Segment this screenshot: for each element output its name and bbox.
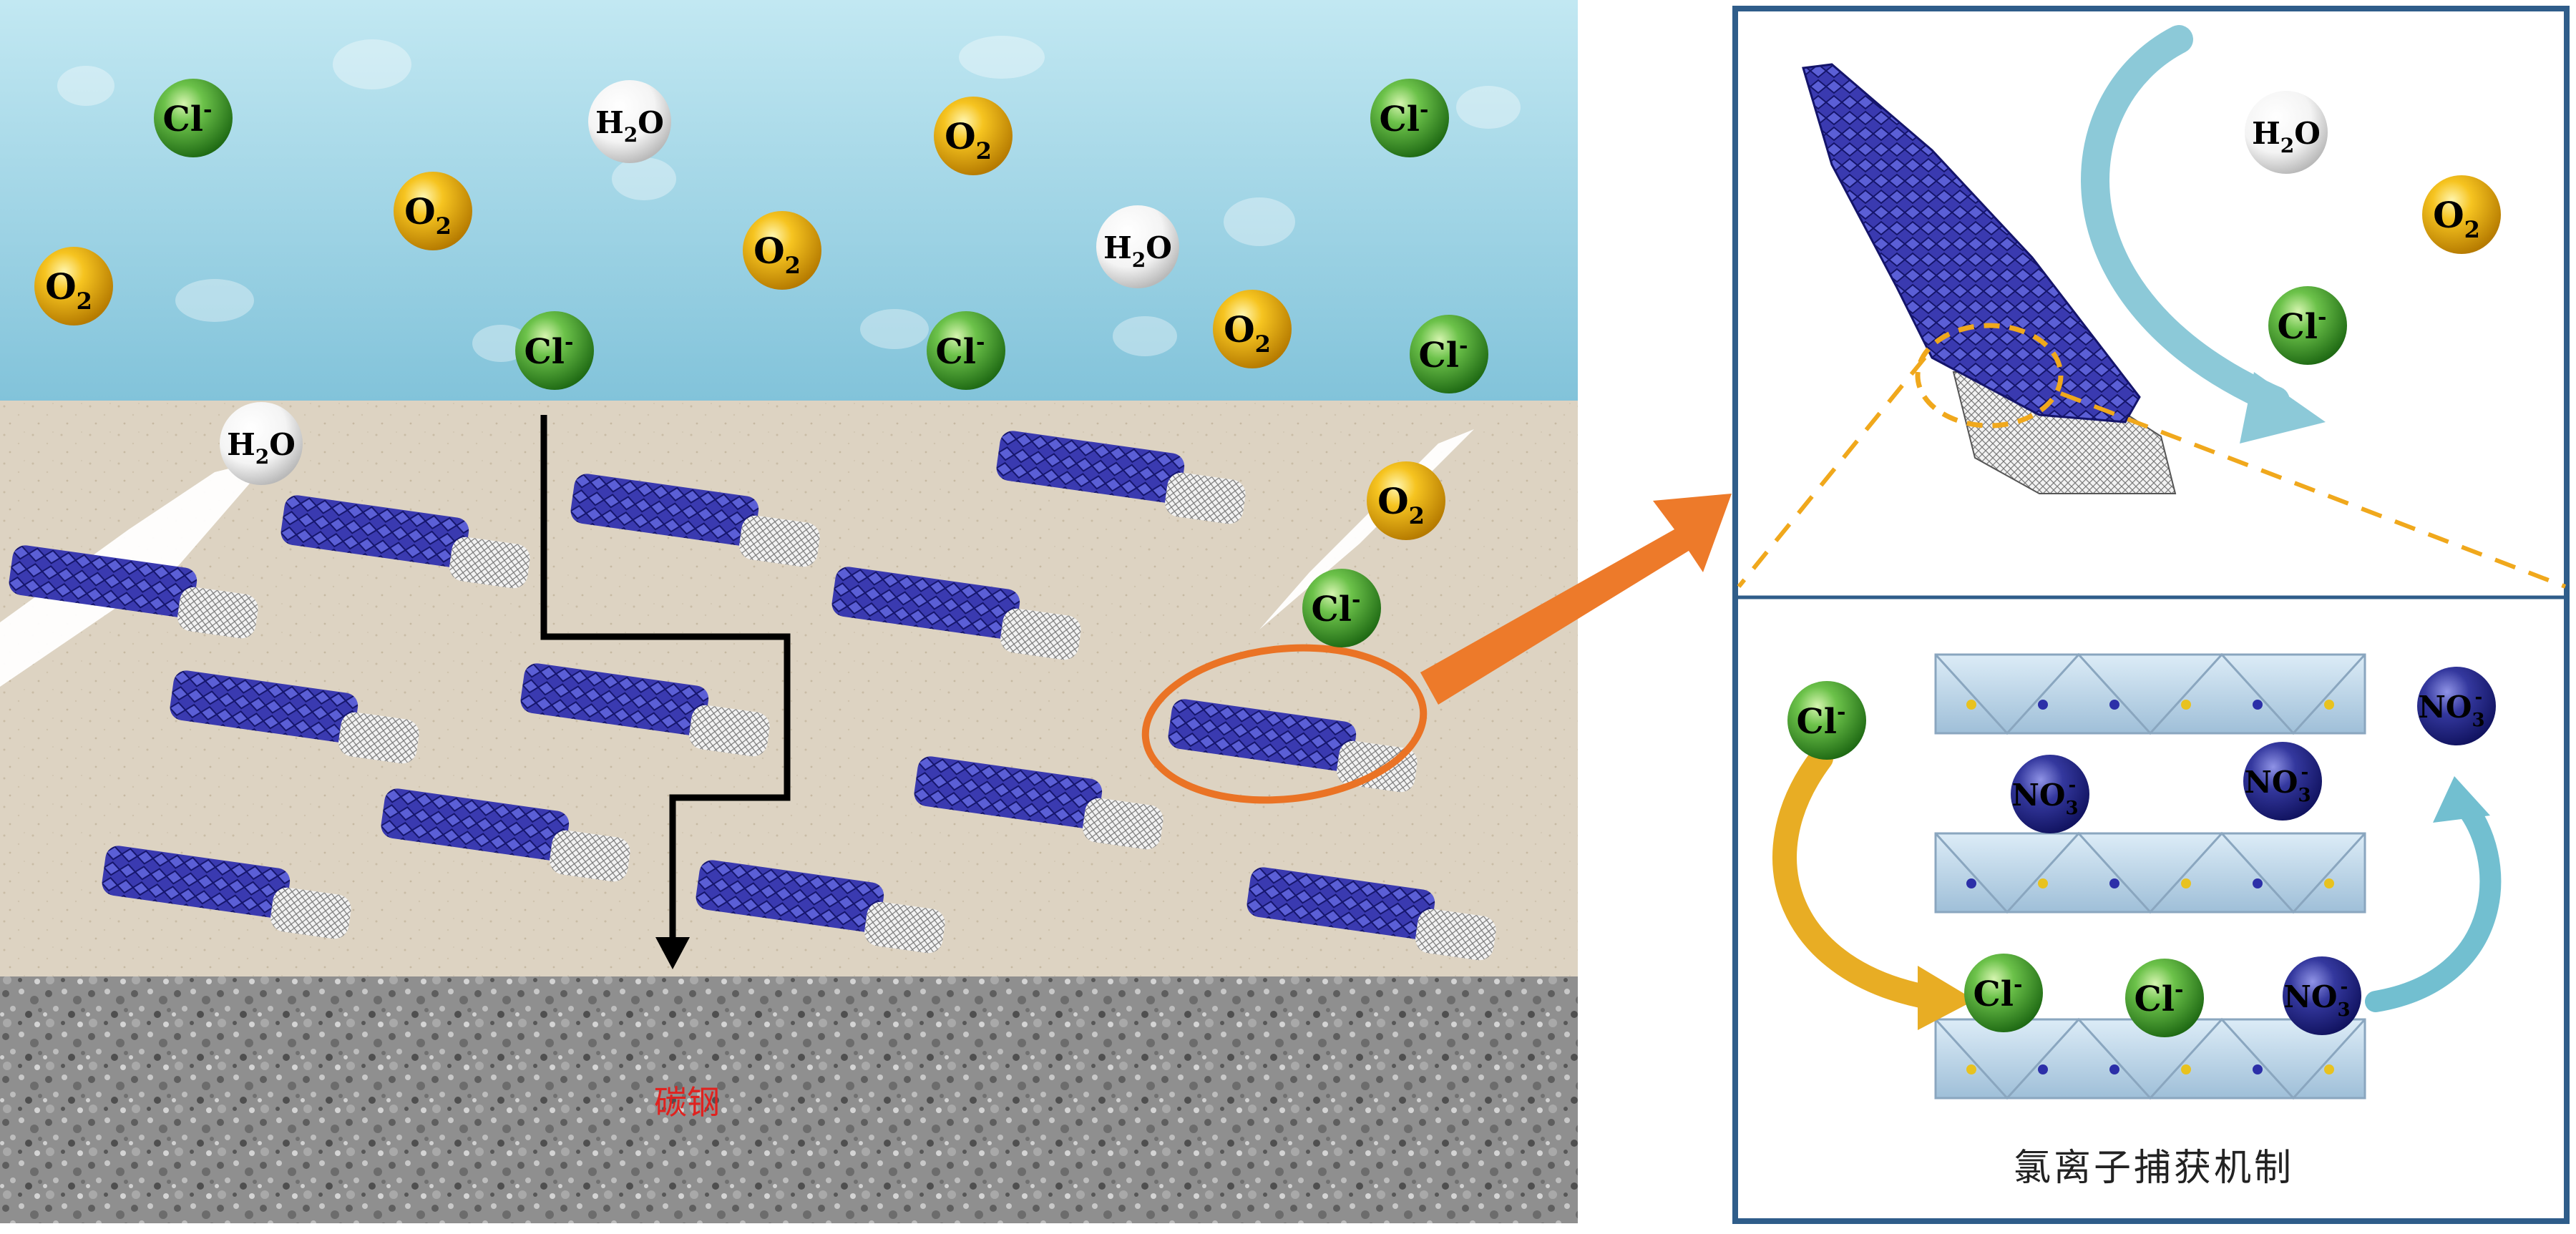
nanosheet xyxy=(9,545,258,639)
svg-text:H2O: H2O xyxy=(227,427,296,469)
svg-text:Cl-: Cl- xyxy=(163,97,213,139)
svg-text:H2O: H2O xyxy=(1103,230,1172,272)
svg-text:Cl-: Cl- xyxy=(525,330,574,372)
zoom-arrow xyxy=(1420,494,1732,705)
carbon-steel-label: 碳钢 xyxy=(654,1083,720,1122)
ions-left: Cl- Cl- Cl- Cl- Cl- Cl- O2 O2 O2 O2 O2 O… xyxy=(34,79,1488,647)
nanosheet xyxy=(381,788,630,882)
nanosheet xyxy=(831,567,1081,660)
h2o-molecule: H2O xyxy=(2245,91,2328,174)
svg-text:Cl-: Cl- xyxy=(1419,333,1468,376)
cl-ion: Cl- xyxy=(1410,315,1488,393)
cl-ion: Cl- xyxy=(1370,79,1449,157)
svg-text:O2: O2 xyxy=(753,230,801,279)
nanosheet xyxy=(170,670,419,764)
svg-text:NO3-: NO3- xyxy=(2244,762,2311,806)
tortuous-diffusion-path xyxy=(540,415,791,948)
highlight-ring xyxy=(1141,644,1428,804)
svg-text:Cl-: Cl- xyxy=(2135,977,2184,1019)
svg-text:NO3-: NO3- xyxy=(2418,687,2484,731)
no3-ion: NO3- xyxy=(2417,667,2496,745)
o2-molecule: O2 xyxy=(1367,461,1445,540)
path-arrowhead xyxy=(655,937,690,969)
repel-arrow xyxy=(2081,25,2290,415)
water-droplets xyxy=(57,36,1521,362)
ldh-layer xyxy=(1934,831,2366,914)
o2-molecule: O2 xyxy=(34,247,113,325)
svg-text:H2O: H2O xyxy=(2252,116,2321,157)
nanosheet xyxy=(520,663,770,757)
cl-ion: Cl- xyxy=(515,311,594,390)
no3-ion: NO3- xyxy=(2283,956,2361,1035)
o2-molecule: O2 xyxy=(1213,290,1292,368)
svg-text:H2O: H2O xyxy=(595,105,664,147)
cl-ion: Cl- xyxy=(1964,954,2043,1032)
cl-ion: Cl- xyxy=(1302,569,1381,647)
h2o-molecule: H2O xyxy=(220,402,303,485)
capture-arrowhead xyxy=(1918,966,1975,1030)
nanosheet xyxy=(696,860,945,954)
cl-ion: Cl- xyxy=(927,311,1005,390)
o2-molecule: O2 xyxy=(2422,175,2501,254)
o2-molecule: O2 xyxy=(743,211,821,290)
svg-text:Cl-: Cl- xyxy=(1974,972,2023,1014)
repel-arrowhead xyxy=(2240,372,2326,444)
zoom-guide-left xyxy=(1737,356,1927,588)
nanosheet xyxy=(1246,867,1496,961)
svg-text:Cl-: Cl- xyxy=(2278,305,2327,347)
capture-arrow xyxy=(1772,746,1944,1010)
svg-text:Cl-: Cl- xyxy=(1797,700,1846,742)
no3-ion: NO3- xyxy=(2011,755,2089,833)
nanosheet-zoom xyxy=(1737,25,2567,589)
ions-top-right: H2O O2 Cl- xyxy=(2245,91,2501,365)
nanosheet xyxy=(996,431,1246,524)
zoom-guide-right xyxy=(2059,391,2567,589)
release-arrowhead xyxy=(2433,776,2490,823)
o2-molecule: O2 xyxy=(934,97,1013,175)
svg-text:O2: O2 xyxy=(1377,480,1425,529)
release-arrow xyxy=(2365,790,2502,1012)
carbon-steel-layer xyxy=(0,976,1578,1223)
plate-stack xyxy=(1802,63,2141,423)
water-layer xyxy=(0,0,1578,401)
nanosheet xyxy=(914,756,1163,850)
cl-ion: Cl- xyxy=(2125,959,2204,1037)
zoom-focus-circle xyxy=(1915,323,2064,429)
nanosheet xyxy=(570,474,820,567)
chloride-capture-mechanism-label: 氯离子捕获机制 xyxy=(2013,1147,2294,1190)
ldh-layer xyxy=(1934,652,2366,735)
nanosheets xyxy=(9,431,1496,961)
svg-text:NO3-: NO3- xyxy=(2011,775,2078,819)
nanosheet xyxy=(280,495,530,589)
nanosheet xyxy=(102,846,351,939)
svg-text:Cl-: Cl- xyxy=(936,330,985,372)
cl-ion: Cl- xyxy=(2268,286,2347,365)
svg-text:Cl-: Cl- xyxy=(1312,587,1361,630)
svg-text:O2: O2 xyxy=(945,115,992,165)
svg-text:NO3-: NO3- xyxy=(2283,976,2350,1021)
svg-text:O2: O2 xyxy=(1224,308,1271,358)
o2-molecule: O2 xyxy=(394,172,472,250)
svg-text:O2: O2 xyxy=(404,190,452,240)
svg-text:O2: O2 xyxy=(2433,194,2480,243)
cl-ion: Cl- xyxy=(154,79,233,157)
cl-ion: Cl- xyxy=(1787,681,1866,760)
ions-bottom-right: Cl- Cl- Cl- NO3- NO3- NO3- NO3- xyxy=(1787,667,2496,1037)
svg-text:Cl-: Cl- xyxy=(1380,97,1429,139)
h2o-molecule: H2O xyxy=(1096,205,1179,288)
svg-text:O2: O2 xyxy=(45,265,92,315)
h2o-molecule: H2O xyxy=(588,80,671,163)
no3-ion: NO3- xyxy=(2243,742,2322,821)
